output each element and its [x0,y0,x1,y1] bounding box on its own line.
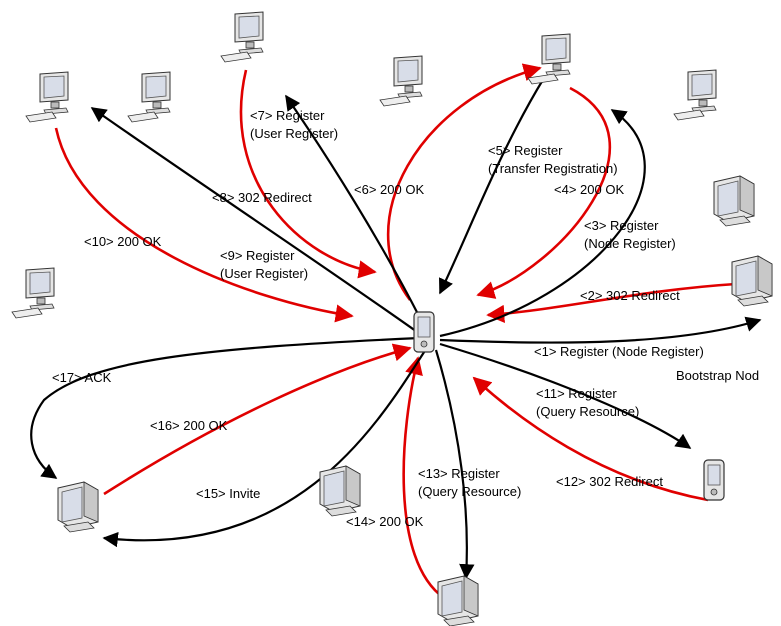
bootstrap-node-icon [731,255,773,307]
message-17-label: <17> ACK [52,370,112,385]
edge-9-register [90,107,421,335]
user-register-node-icon [220,11,264,63]
edge-3-register [439,109,646,338]
desktop-node-icon [127,71,171,123]
bootstrap-node-label: Bootstrap Nod [676,368,759,383]
edge-12-302-redirect [472,376,709,502]
message-6-label: <6> 200 OK [354,182,424,197]
edge-4-200-ok [476,86,612,299]
edge-10-200-ok [54,127,354,323]
bottom-node-icon [437,575,479,626]
message-3-sublabel: (Node Register) [584,236,676,251]
transfer-node-icon [527,33,571,85]
edge-17-ack [30,336,421,479]
right-node-icon [673,69,717,121]
message-12-label: <12> 302 Redirect [556,474,663,489]
edge-13-register [434,349,475,580]
center-pda-icon [413,311,435,353]
edge-15-invite [102,345,429,548]
message-9-label: <9> Register [220,248,295,263]
message-4-label: <4> 200 OK [554,182,624,197]
message-5-label: <5> Register [488,143,563,158]
left-bottom-node-icon [57,481,99,533]
message-9-sublabel: (User Register) [220,266,308,281]
desktop-node-icon [379,55,423,107]
message-8-label: <8> 302 Redirect [212,190,312,205]
edge-5-register [439,77,545,295]
message-1-label: <1> Register (Node Register) [534,344,704,359]
message-11-label: <11> Register [536,386,617,401]
edge-8-302-redirect [239,69,377,279]
edge-1-register [439,316,762,344]
message-7-label: <7> Register [250,108,325,123]
crt-node-icon [319,465,361,517]
left-middle-node-icon [11,267,55,319]
message-11-sublabel: (Query Resource) [536,404,639,419]
edge-2-302-redirect [486,282,737,323]
edge-11-register [439,342,692,449]
left-top-node-icon [25,71,69,123]
message-16-label: <16> 200 OK [150,418,228,433]
edge-16-200-ok [103,343,412,496]
message-13-label: <13> Register [418,466,500,481]
message-10-label: <10> 200 OK [84,234,162,249]
message-14-label: <14> 200 OK [346,514,424,529]
query-pda-icon [703,459,725,501]
message-7-sublabel: (User Register) [250,126,338,141]
crt-node-icon [713,175,755,227]
edge-7-register [285,94,421,319]
message-5-sublabel: (Transfer Registration) [488,161,618,176]
message-2-label: <2> 302 Redirect [580,288,680,303]
message-13-sublabel: (Query Resource) [418,484,521,499]
message-3-label: <3> Register [584,218,659,233]
message-15-label: <15> Invite [196,486,260,501]
edge-14-200-ok [402,356,445,600]
